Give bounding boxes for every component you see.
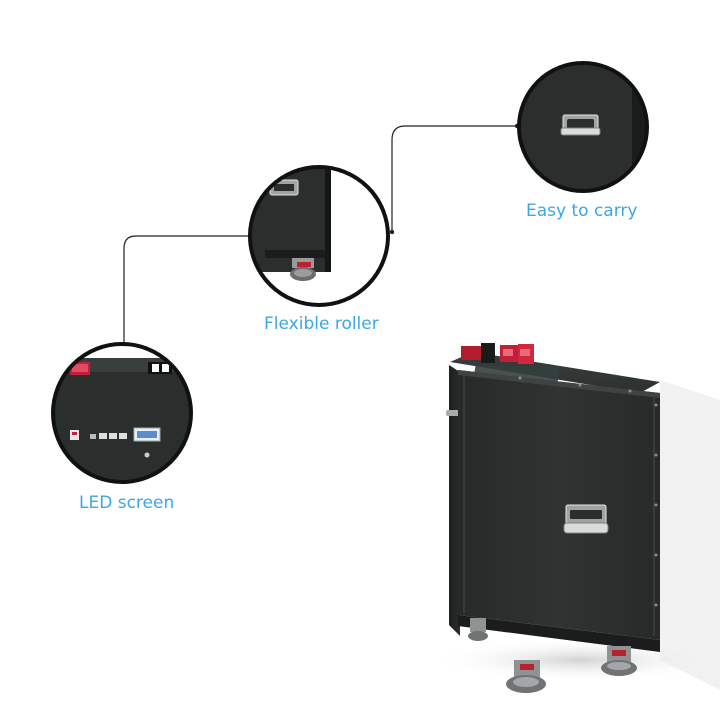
cabinet-handle bbox=[563, 504, 609, 534]
handle-icon bbox=[560, 114, 601, 136]
handle-closeup-callout bbox=[517, 61, 649, 193]
panel-closeup-callout bbox=[51, 342, 193, 484]
roller-closeup-callout bbox=[248, 165, 390, 307]
terminal-block bbox=[461, 343, 534, 364]
caster-wheel-icon bbox=[290, 258, 316, 281]
easy-to-carry-label: Easy to carry bbox=[526, 201, 638, 221]
led-screen-label: LED screen bbox=[79, 493, 175, 513]
led-screen-icon bbox=[133, 427, 161, 442]
caster-wheels bbox=[468, 618, 637, 693]
connector-lines bbox=[123, 125, 517, 344]
flexible-roller-label: Flexible roller bbox=[264, 314, 379, 334]
battery-cabinet bbox=[430, 343, 720, 693]
